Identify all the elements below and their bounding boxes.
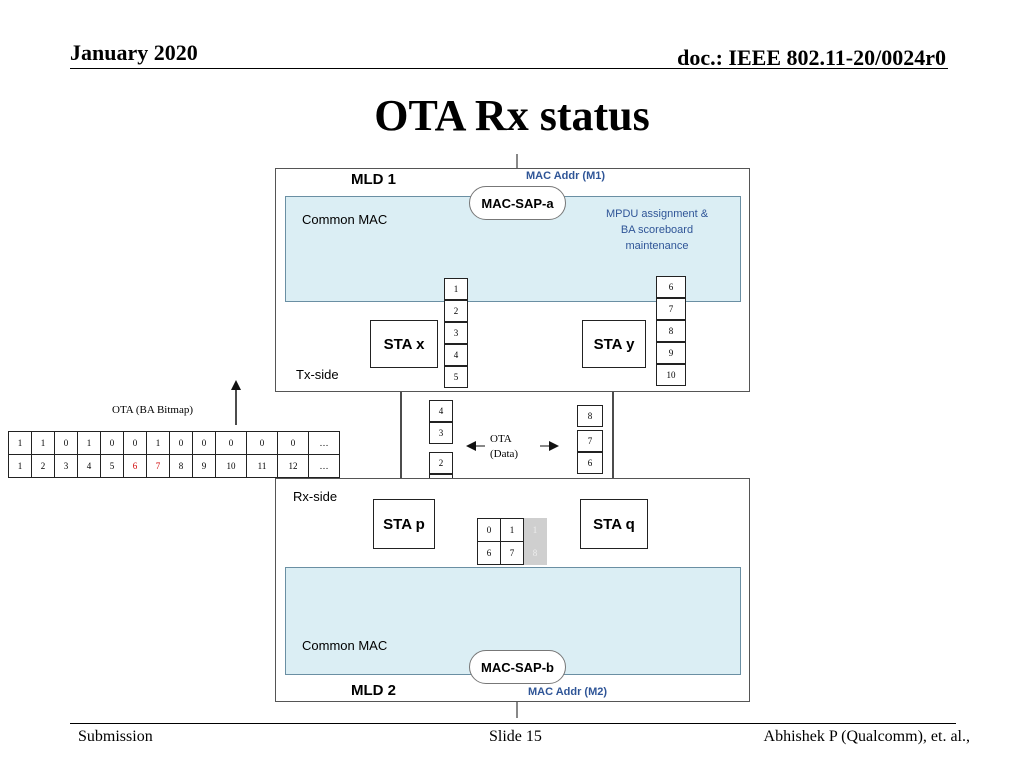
rx-status-cell: 6: [477, 541, 501, 565]
tx-queue-y-cell: 9: [656, 342, 686, 364]
ba-seq: …: [308, 454, 340, 478]
header-doc-id: doc.: IEEE 802.11-20/0024r0: [677, 45, 946, 70]
ota-frame-cell: 4: [429, 400, 453, 422]
ba-bit: …: [308, 431, 340, 455]
ba-bit: 1: [31, 431, 55, 455]
header-divider: [70, 68, 948, 69]
ba-seq: 5: [100, 454, 124, 478]
tx-queue-y-cell: 10: [656, 364, 686, 386]
tx-queue-x-cell: 2: [444, 300, 468, 322]
tx-queue-x-cell: 1: [444, 278, 468, 300]
ota-frame-cell: 7: [577, 430, 603, 452]
slide-title: OTA Rx status: [374, 91, 650, 140]
sta-q[interactable]: STA q: [580, 499, 648, 549]
ba-bitmap-seq-row: 1 2 3 4 5 6 7 8 9 10 11 12 …: [8, 454, 340, 478]
footer-author: Abhishek P (Qualcomm), et. al.,: [763, 728, 970, 745]
rx-status-cell: 1: [500, 518, 524, 542]
ba-seq: 11: [246, 454, 278, 478]
tx-queue-x-cell: 3: [444, 322, 468, 344]
ota-data-label: OTA (Data): [490, 433, 519, 460]
footer-divider: [70, 723, 956, 724]
sta-x[interactable]: STA x: [370, 320, 438, 368]
ba-bitmap-bits-row: 1 1 0 1 0 0 1 0 0 0 0 0 …: [8, 431, 340, 455]
ba-seq: 12: [277, 454, 309, 478]
rx-status-table: 0 1 1 6 7 8: [477, 518, 547, 565]
ota-frame-cell: 2: [429, 452, 453, 474]
mpdu-assignment-note: MPDU assignment & BA scoreboard maintena…: [605, 208, 709, 252]
sta-y[interactable]: STA y: [582, 320, 646, 368]
ba-seq: 3: [54, 454, 78, 478]
ba-seq: 10: [215, 454, 247, 478]
ba-bit: 0: [100, 431, 124, 455]
rx-status-cell: 7: [500, 541, 524, 565]
tx-queue-y-cell: 7: [656, 298, 686, 320]
sta-p[interactable]: STA p: [373, 499, 435, 549]
ba-bit: 1: [8, 431, 32, 455]
ota-frame-cell: 3: [429, 422, 453, 444]
rx-status-cell: 1: [523, 518, 547, 542]
rx-status-row: 0 1 1: [477, 518, 547, 542]
mac-sap-b[interactable]: MAC-SAP-b: [469, 650, 566, 684]
rx-status-cell: 0: [477, 518, 501, 542]
ba-bit: 0: [54, 431, 78, 455]
mld2-mac-addr: MAC Addr (M2): [528, 686, 608, 698]
mld2-common-mac-label: Common MAC: [302, 638, 388, 653]
mld1-label: MLD 1: [351, 171, 396, 188]
ba-bit: 0: [169, 431, 193, 455]
ba-seq: 1: [8, 454, 32, 478]
ba-bitmap-table: 1 1 0 1 0 0 1 0 0 0 0 0 … 1 2 3 4 5 6 7 …: [8, 431, 340, 478]
ba-bit: 0: [246, 431, 278, 455]
ba-seq-missing: 6: [123, 454, 147, 478]
rx-status-cell: 8: [523, 541, 547, 565]
ba-bit: 0: [277, 431, 309, 455]
rx-side-label: Rx-side: [293, 489, 338, 504]
ota-frame-cell: 6: [577, 452, 603, 474]
mld1-mac-addr: MAC Addr (M1): [526, 170, 606, 182]
ba-seq: 4: [77, 454, 101, 478]
ba-bitmap-label: OTA (BA Bitmap): [112, 404, 194, 416]
ba-bit: 0: [123, 431, 147, 455]
ota-frame-cell: 8: [577, 405, 603, 427]
ba-seq-missing: 7: [146, 454, 170, 478]
footer-slide-number: Slide 15: [489, 728, 542, 745]
mld2-label: MLD 2: [351, 682, 396, 699]
ba-seq: 2: [31, 454, 55, 478]
tx-side-label: Tx-side: [296, 367, 339, 382]
ba-seq: 9: [192, 454, 216, 478]
mld1-common-mac-label: Common MAC: [302, 212, 388, 227]
mac-sap-a[interactable]: MAC-SAP-a: [469, 186, 566, 220]
tx-queue-y-cell: 8: [656, 320, 686, 342]
footer-submission: Submission: [78, 728, 153, 745]
ba-bit: 1: [146, 431, 170, 455]
rx-status-row: 6 7 8: [477, 541, 547, 565]
ba-bit: 0: [192, 431, 216, 455]
tx-queue-y-cell: 6: [656, 276, 686, 298]
header-date: January 2020: [70, 40, 198, 65]
ba-bit: 0: [215, 431, 247, 455]
tx-queue-x-cell: 4: [444, 344, 468, 366]
ba-bit: 1: [77, 431, 101, 455]
ba-seq: 8: [169, 454, 193, 478]
tx-queue-x-cell: 5: [444, 366, 468, 388]
